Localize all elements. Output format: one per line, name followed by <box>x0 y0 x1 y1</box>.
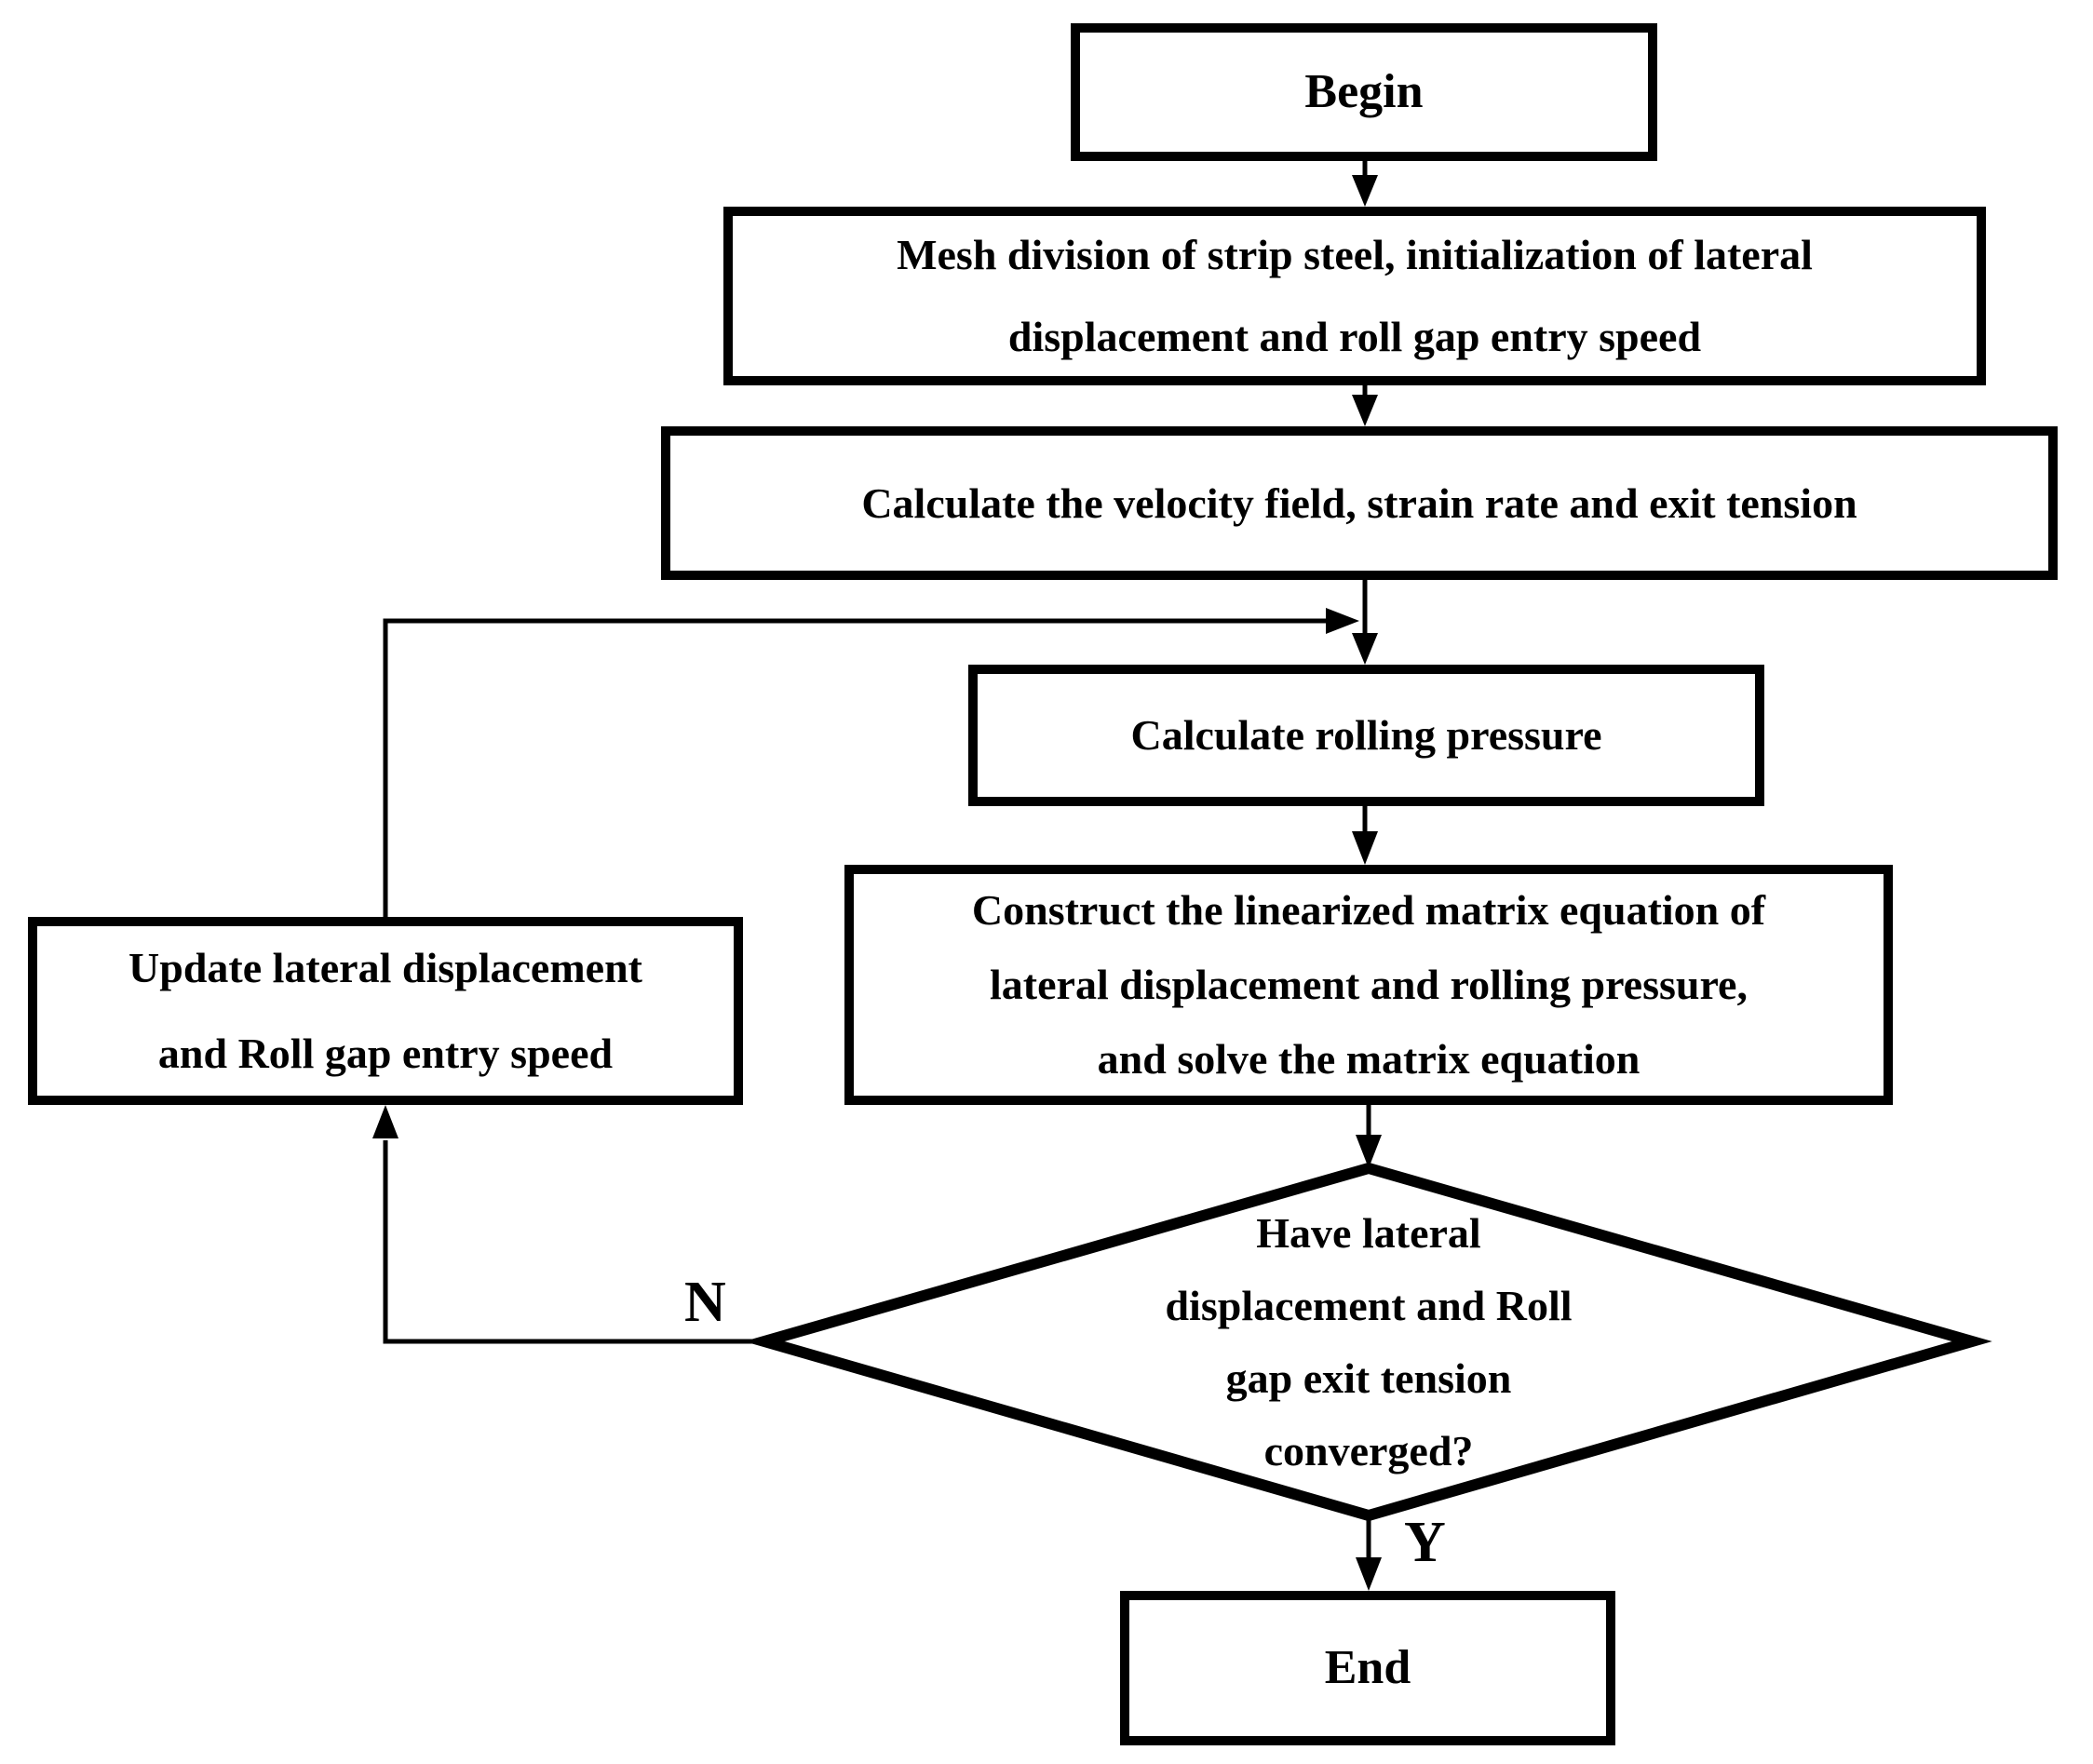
node-begin-label: Begin <box>1304 65 1424 118</box>
arrowhead-down-icon <box>1352 633 1378 665</box>
arrowhead-down-icon <box>1356 1557 1382 1591</box>
node-decision-label-line3: gap exit tension <box>1225 1354 1512 1402</box>
arrowhead-down-icon <box>1352 175 1378 207</box>
node-end-label: End <box>1324 1641 1411 1694</box>
node-decision-converged: Have lateral displacement and Roll gap e… <box>1043 1184 1695 1501</box>
node-update-label-line2: and Roll gap entry speed <box>157 1030 614 1077</box>
node-calc-rolling-pressure-label: Calculate rolling pressure <box>1130 711 1602 759</box>
branch-label-no: N <box>684 1271 726 1334</box>
node-calc-velocity-label: Calculate the velocity field, strain rat… <box>861 478 1857 527</box>
branch-label-yes: Y <box>1404 1511 1446 1574</box>
node-mesh-init: Mesh division of strip steel, initializa… <box>723 207 1986 385</box>
node-construct-matrix-label-line3: and solve the matrix equation <box>1097 1035 1641 1083</box>
node-decision-label-line1: Have lateral <box>1256 1209 1481 1257</box>
node-decision-label-line4: converged? <box>1263 1427 1474 1474</box>
node-update-displacement: Update lateral displacement and Roll gap… <box>28 917 743 1105</box>
node-calc-rolling-pressure: Calculate rolling pressure <box>968 665 1764 806</box>
node-mesh-init-label-line2: displacement and roll gap entry speed <box>1007 313 1702 360</box>
edge-update-to-spine <box>383 618 1326 917</box>
node-end: End <box>1120 1591 1615 1745</box>
arrowhead-right-icon <box>1326 608 1359 634</box>
node-mesh-init-label-line1: Mesh division of strip steel, initializa… <box>897 231 1813 278</box>
node-update-label-line1: Update lateral displacement <box>128 944 642 991</box>
node-begin: Begin <box>1071 23 1657 161</box>
node-decision-label-line2: displacement and Roll <box>1165 1282 1573 1329</box>
node-construct-matrix: Construct the linearized matrix equation… <box>844 865 1893 1105</box>
arrowhead-up-icon <box>372 1105 398 1138</box>
edge-decision-no-to-update <box>383 1140 764 1344</box>
node-calc-velocity: Calculate the velocity field, strain rat… <box>661 426 2058 580</box>
node-construct-matrix-label-line2: lateral displacement and rolling pressur… <box>990 961 1748 1008</box>
arrowhead-down-icon <box>1352 395 1378 426</box>
node-construct-matrix-label-line1: Construct the linearized matrix equation… <box>971 886 1766 934</box>
arrowhead-down-icon <box>1356 1135 1382 1168</box>
arrowhead-down-icon <box>1352 831 1378 865</box>
